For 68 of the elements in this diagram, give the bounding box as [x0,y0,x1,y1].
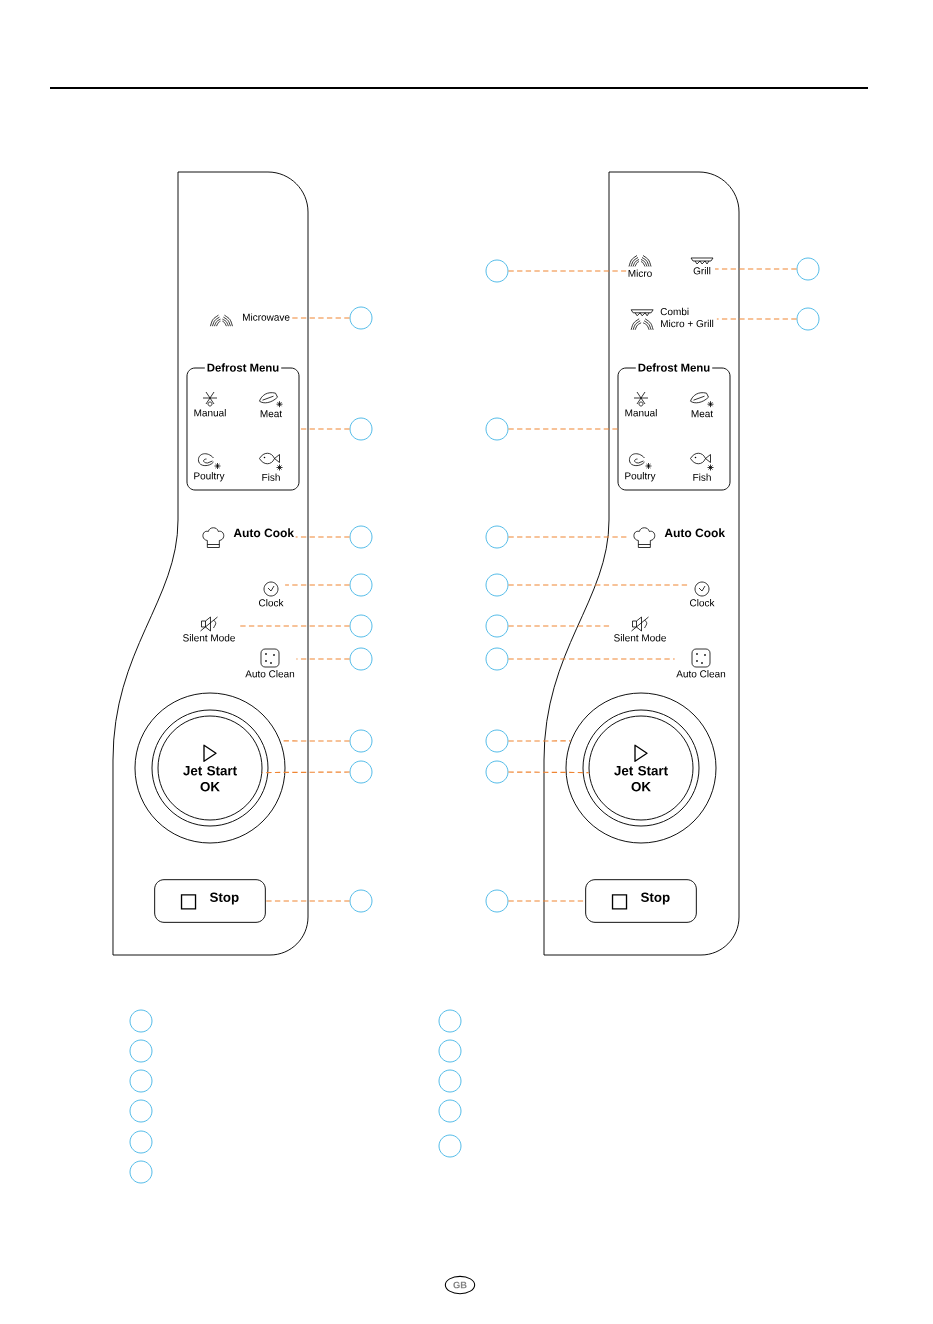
callout-circle [349,760,373,784]
callout-circle [349,647,373,671]
control-label: Micro [628,255,652,277]
language-badge: GB [444,1275,476,1295]
leader-line [507,584,689,586]
leader-line [507,740,572,742]
callout-circle [349,573,373,597]
control-label: Poultry [194,453,225,482]
callout-circle [438,1134,462,1158]
control-label: Clock [690,581,715,607]
leader-line [284,584,351,586]
leader-line [716,318,798,320]
callout-circle [129,1039,153,1063]
dial-ring [565,692,717,844]
leader-line [507,270,627,272]
callout-circle [129,1009,153,1033]
leader-line [261,771,351,774]
callout-circle [129,1099,153,1123]
callout-circle [438,1099,462,1123]
callout-circle [438,1069,462,1093]
leader-line [295,658,351,660]
callout-circle [349,306,373,330]
callout-circle [796,257,820,281]
leader-line [714,268,798,270]
callout-circle [129,1130,153,1154]
callout-circle [129,1160,153,1184]
callout-circle [485,614,509,638]
callout-circle [349,525,373,549]
control-label: Microwave [210,313,290,327]
leader-line [507,428,619,430]
callout-circle [485,647,509,671]
control-label: Auto Clean [676,648,726,678]
control-label: Auto Cook [202,527,295,548]
control-panel [543,171,740,956]
leader-line [507,771,590,774]
callout-circle [485,525,509,549]
callout-circle [485,760,509,784]
leader-line [298,428,351,430]
control-label: Poultry [625,453,656,482]
leader-line [507,625,613,627]
leader-line [507,658,676,660]
callout-circle [485,729,509,753]
callout-circle [485,573,509,597]
leader-line [507,536,630,538]
start-button: Jet Start OK [157,715,263,821]
stop-button: Stop [154,879,266,923]
callout-circle [438,1039,462,1063]
stop-button: Stop [585,879,697,923]
callout-circle [349,417,373,441]
callout-circle [349,889,373,913]
control-label: Auto Clean [245,648,295,678]
control-label: Clock [259,581,284,607]
callout-circle [485,417,509,441]
callout-circle [485,259,509,283]
control-label: Grill [690,257,714,275]
callout-circle [485,889,509,913]
dial-ring [134,692,286,844]
control-panel [112,171,309,956]
leader-line [265,900,351,902]
callout-circle [349,729,373,753]
leader-line [295,536,351,538]
leader-line [507,900,586,902]
control-label: Auto Cook [633,527,726,548]
callout-circle [129,1069,153,1093]
callout-circle [438,1009,462,1033]
start-button: Jet Start OK [588,715,694,821]
callout-circle [349,614,373,638]
callout-circle [796,307,820,331]
